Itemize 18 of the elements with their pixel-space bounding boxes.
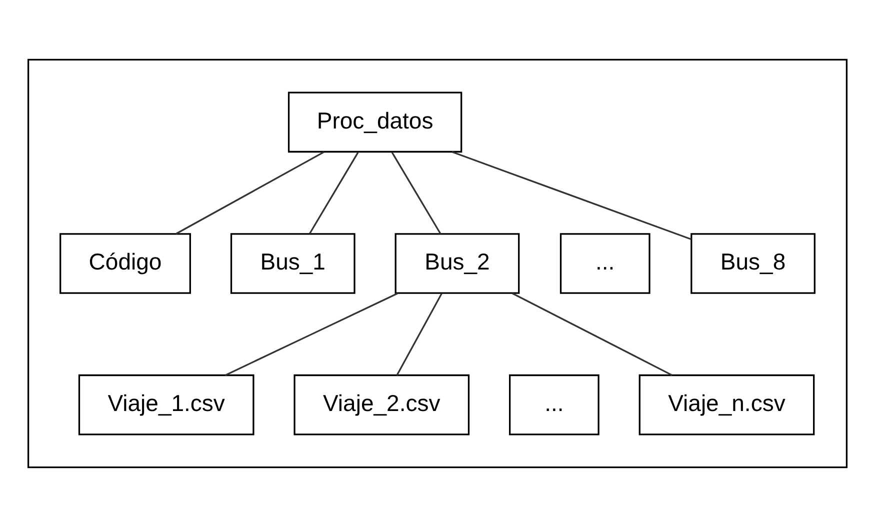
node-box: Viaje_1.csv (78, 374, 254, 436)
connector (396, 293, 442, 376)
node-box: Viaje_2.csv (294, 374, 470, 436)
connector (512, 292, 672, 376)
node-box: ... (508, 374, 600, 436)
node-box: Bus_2 (394, 233, 520, 294)
connector (176, 151, 324, 235)
node-box: Viaje_n.csv (638, 374, 815, 436)
connector (452, 151, 692, 240)
connector (391, 152, 442, 234)
node-box: ... (560, 233, 650, 294)
connector (224, 292, 398, 376)
node-box: Código (60, 233, 191, 294)
cluster (27, 58, 848, 468)
node-box: Proc_datos (288, 92, 462, 153)
node-box: Bus_1 (230, 233, 356, 294)
node-box: Bus_8 (690, 233, 816, 294)
connector (308, 152, 359, 234)
